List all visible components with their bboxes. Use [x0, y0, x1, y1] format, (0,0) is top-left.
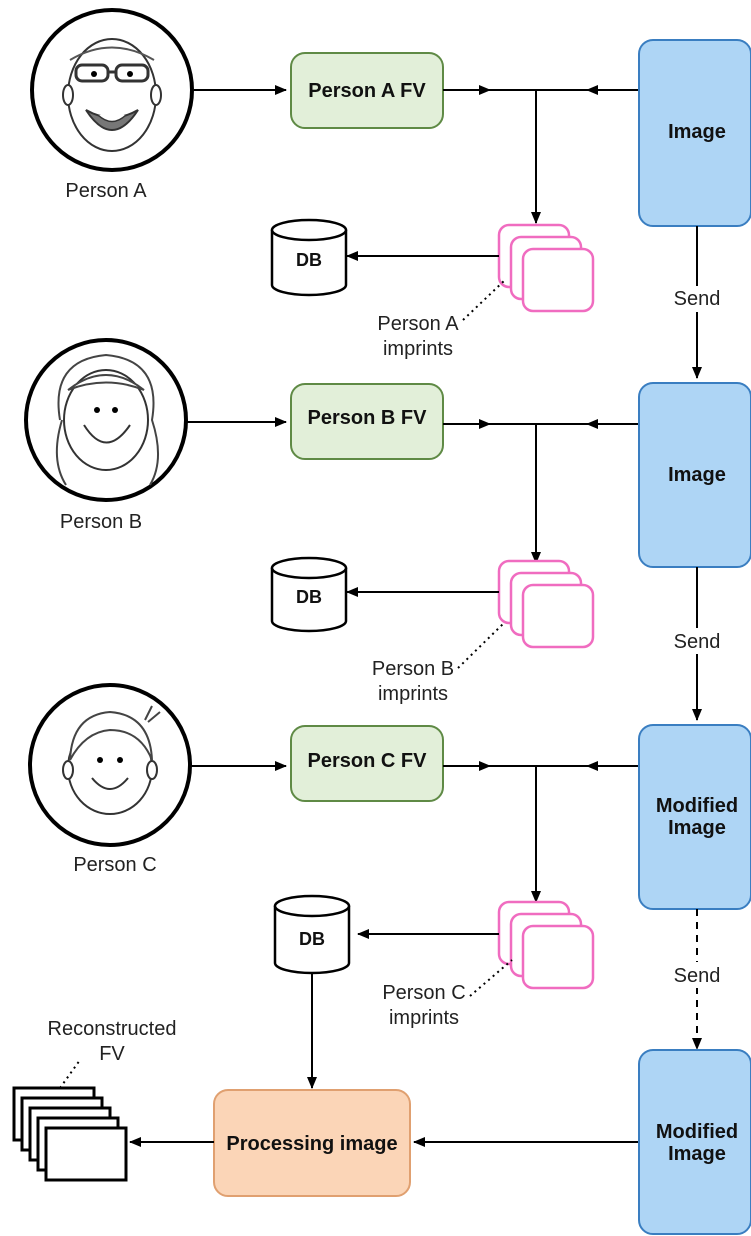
image-box-4-label-1: Modified [656, 1121, 738, 1143]
person-c-db-label: DB [299, 929, 325, 949]
person-a-face-icon [30, 8, 194, 172]
send-label-3: Send [674, 965, 721, 987]
person-c-imprints-label-2: imprints [389, 1007, 459, 1029]
person-a-db-label: DB [296, 250, 322, 270]
image-box-2-label: Image [668, 464, 726, 486]
person-c-fv-label: Person C FV [308, 750, 428, 772]
send-label-2: Send [674, 631, 721, 653]
person-a-fv-label: Person A FV [308, 80, 426, 102]
image-box-2 [638, 382, 751, 568]
person-b-imprints-icon [497, 559, 595, 649]
image-box-4-label-2: Image [668, 1143, 726, 1165]
person-b-imprints-label-1: Person B [372, 658, 454, 680]
person-b-imprints-label-2: imprints [378, 683, 448, 705]
person-a-imprints-icon [497, 223, 595, 313]
person-a-db-icon [270, 218, 348, 297]
person-c-imprints-icon [497, 900, 595, 990]
person-a-imprints-label-1: Person A [377, 313, 459, 335]
reconstructed-fv-stack-icon [12, 1086, 128, 1182]
reconstructed-label-2: FV [99, 1043, 125, 1065]
reconstructed-pointer [59, 1059, 81, 1089]
person-a-imprints-pointer [462, 279, 506, 321]
person-b-group: Person B Person B FV Image DB Person B i… [24, 338, 751, 705]
image-box-3-label-2: Image [668, 817, 726, 839]
image-box-3 [638, 724, 751, 910]
person-c-imprints-label-1: Person C [382, 982, 465, 1004]
person-b-label: Person B [60, 511, 142, 533]
person-b-face-icon [24, 338, 188, 502]
person-a-group: Person A Person A FV Image DB Person A i… [30, 8, 751, 360]
image-box-3-label-1: Modified [656, 795, 738, 817]
send-bg-2 [672, 628, 722, 654]
image-box-1-label: Image [668, 121, 726, 143]
person-c-db-icon [273, 894, 351, 975]
person-a-imprints-label-2: imprints [383, 338, 453, 360]
processing-image-label: Processing image [226, 1133, 397, 1155]
person-b-db-icon [270, 556, 348, 633]
send-bg-3 [672, 962, 722, 988]
person-b-imprints-pointer [457, 621, 506, 669]
send-label-1: Send [674, 288, 721, 310]
person-b-fv-label: Person B FV [308, 407, 428, 429]
person-c-label: Person C [73, 854, 156, 876]
image-box-1 [638, 39, 751, 227]
person-c-imprints-pointer [469, 959, 513, 997]
person-c-group: Person C Person C FV Modified Image DB P… [28, 683, 751, 1029]
image-box-4 [638, 1049, 751, 1235]
send-bg-1 [672, 286, 722, 312]
person-b-fv-box [290, 383, 444, 460]
person-a-label: Person A [65, 180, 147, 202]
reconstructed-label-1: Reconstructed [48, 1018, 177, 1040]
person-b-db-label: DB [296, 587, 322, 607]
person-c-face-icon [28, 683, 192, 847]
person-c-fv-box [290, 725, 444, 802]
